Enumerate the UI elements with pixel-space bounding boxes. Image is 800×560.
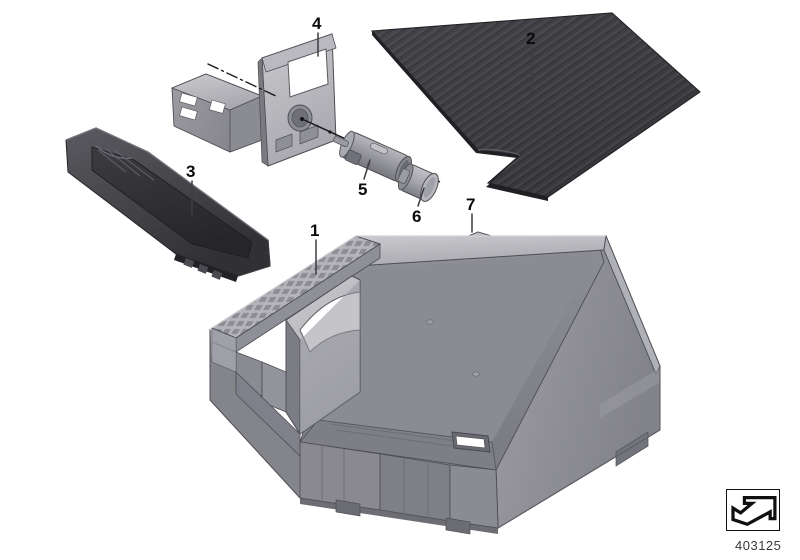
diagram-id-number: 403125 [735, 538, 782, 553]
part-3-trim-insert-panel [65, 127, 271, 282]
bent-arrow-up-left-icon [731, 496, 777, 527]
part-1-storage-compartment-tray [209, 234, 661, 535]
callout-number-7: 7 [466, 195, 476, 214]
callout-number-3: 3 [186, 162, 196, 181]
leader-line-6 [417, 187, 425, 207]
leader-line-5 [363, 159, 371, 180]
callout-leader-lines [191, 32, 533, 275]
callout-number-2: 2 [526, 29, 536, 48]
callout-number-1: 1 [310, 221, 320, 240]
part-6-socket-cover-plug [397, 163, 439, 202]
callout-number-5: 5 [358, 180, 368, 199]
part-4-mounting-bracket [170, 33, 337, 167]
orientation-marker-box [726, 489, 780, 531]
callout-number-6: 6 [412, 207, 422, 226]
callout-number-4: 4 [312, 14, 322, 33]
part-2-ribbed-rubber-mat [370, 12, 701, 201]
